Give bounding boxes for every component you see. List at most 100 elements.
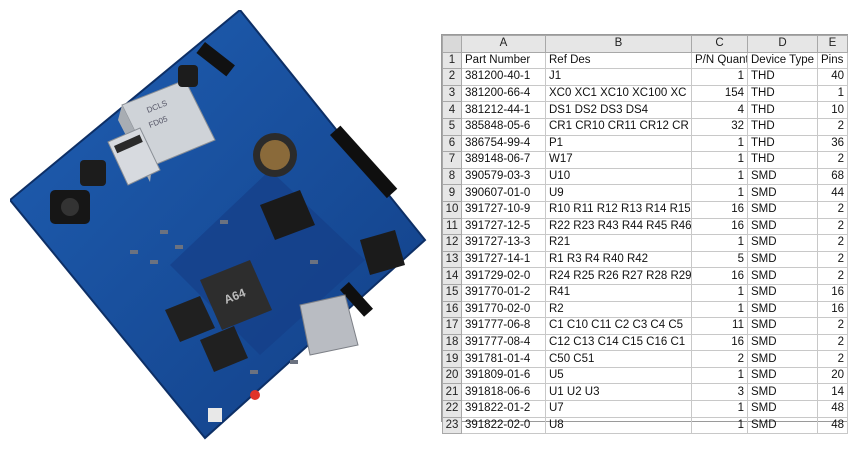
- table-cell[interactable]: 16: [691, 217, 748, 236]
- table-cell[interactable]: Pins: [817, 51, 848, 70]
- column-header-c[interactable]: C: [691, 35, 748, 53]
- table-cell[interactable]: SMD: [747, 350, 818, 368]
- table-cell[interactable]: 391770-02-0: [461, 300, 546, 319]
- table-cell[interactable]: THD: [747, 101, 818, 119]
- table-cell[interactable]: 1: [691, 68, 748, 86]
- table-cell[interactable]: 154: [691, 84, 748, 103]
- table-cell[interactable]: 391727-13-3: [461, 234, 546, 252]
- table-cell[interactable]: 1: [691, 416, 748, 435]
- table-cell[interactable]: 68: [817, 167, 848, 186]
- column-header-b[interactable]: B: [545, 35, 692, 53]
- table-cell[interactable]: 2: [817, 333, 848, 352]
- table-cell[interactable]: THD: [747, 84, 818, 103]
- table-cell[interactable]: C50 C51: [545, 350, 692, 368]
- table-cell[interactable]: SMD: [747, 400, 818, 418]
- row-header[interactable]: 8: [442, 167, 462, 186]
- table-cell[interactable]: SMD: [747, 267, 818, 285]
- table-cell[interactable]: W17: [545, 151, 692, 169]
- table-cell[interactable]: THD: [747, 151, 818, 169]
- table-cell[interactable]: 391727-10-9: [461, 200, 546, 219]
- table-cell[interactable]: 16: [691, 333, 748, 352]
- table-cell[interactable]: 4: [691, 101, 748, 119]
- table-cell[interactable]: 391822-02-0: [461, 416, 546, 435]
- table-cell[interactable]: Device Type: [747, 51, 818, 70]
- table-cell[interactable]: SMD: [747, 250, 818, 269]
- table-cell[interactable]: 381200-66-4: [461, 84, 546, 103]
- table-cell[interactable]: 389148-06-7: [461, 151, 546, 169]
- table-cell[interactable]: 391770-01-2: [461, 283, 546, 302]
- table-cell[interactable]: 11: [691, 317, 748, 335]
- table-cell[interactable]: 391777-08-4: [461, 333, 546, 352]
- table-cell[interactable]: U5: [545, 366, 692, 385]
- table-cell[interactable]: 391777-06-8: [461, 317, 546, 335]
- table-cell[interactable]: C12 C13 C14 C15 C16 C1: [545, 333, 692, 352]
- table-cell[interactable]: XC0 XC1 XC10 XC100 XC: [545, 84, 692, 103]
- table-cell[interactable]: U9: [545, 184, 692, 202]
- table-cell[interactable]: 16: [691, 200, 748, 219]
- table-cell[interactable]: THD: [747, 134, 818, 153]
- row-header[interactable]: 3: [442, 84, 462, 103]
- row-header[interactable]: 17: [442, 317, 462, 335]
- table-cell[interactable]: R24 R25 R26 R27 R28 R29: [545, 267, 692, 285]
- table-cell[interactable]: SMD: [747, 184, 818, 202]
- row-header[interactable]: 22: [442, 400, 462, 418]
- table-cell[interactable]: U8: [545, 416, 692, 435]
- table-cell[interactable]: 391809-01-6: [461, 366, 546, 385]
- table-cell[interactable]: 390579-03-3: [461, 167, 546, 186]
- row-header[interactable]: 21: [442, 383, 462, 402]
- row-header[interactable]: 20: [442, 366, 462, 385]
- table-cell[interactable]: 391727-14-1: [461, 250, 546, 269]
- table-cell[interactable]: 381200-40-1: [461, 68, 546, 86]
- table-cell[interactable]: SMD: [747, 366, 818, 385]
- row-header[interactable]: 19: [442, 350, 462, 368]
- table-cell[interactable]: SMD: [747, 333, 818, 352]
- table-cell[interactable]: U10: [545, 167, 692, 186]
- table-cell[interactable]: 2: [691, 350, 748, 368]
- row-header[interactable]: 13: [442, 250, 462, 269]
- table-cell[interactable]: SMD: [747, 234, 818, 252]
- table-cell[interactable]: 391818-06-6: [461, 383, 546, 402]
- table-cell[interactable]: 390607-01-0: [461, 184, 546, 202]
- row-header[interactable]: 4: [442, 101, 462, 119]
- row-header[interactable]: 7: [442, 151, 462, 169]
- table-cell[interactable]: R41: [545, 283, 692, 302]
- table-cell[interactable]: 391727-12-5: [461, 217, 546, 236]
- table-cell[interactable]: Part Number: [461, 51, 546, 70]
- table-cell[interactable]: 391781-01-4: [461, 350, 546, 368]
- table-cell[interactable]: P1: [545, 134, 692, 153]
- row-header[interactable]: 14: [442, 267, 462, 285]
- table-cell[interactable]: 1: [691, 134, 748, 153]
- table-cell[interactable]: 32: [691, 117, 748, 136]
- row-header[interactable]: 5: [442, 117, 462, 136]
- table-cell[interactable]: 1: [691, 167, 748, 186]
- table-cell[interactable]: 1: [691, 400, 748, 418]
- table-cell[interactable]: 5: [691, 250, 748, 269]
- table-cell[interactable]: SMD: [747, 317, 818, 335]
- table-cell[interactable]: 1: [691, 234, 748, 252]
- row-header[interactable]: 12: [442, 234, 462, 252]
- table-cell[interactable]: 16: [817, 283, 848, 302]
- row-header[interactable]: 2: [442, 68, 462, 86]
- table-cell[interactable]: R21: [545, 234, 692, 252]
- table-cell[interactable]: SMD: [747, 167, 818, 186]
- row-header[interactable]: 15: [442, 283, 462, 302]
- table-cell[interactable]: Ref Des: [545, 51, 692, 70]
- column-header-a[interactable]: A: [461, 35, 546, 53]
- table-cell[interactable]: THD: [747, 68, 818, 86]
- table-cell[interactable]: 1: [691, 184, 748, 202]
- table-cell[interactable]: SMD: [747, 283, 818, 302]
- table-cell[interactable]: SMD: [747, 416, 818, 435]
- table-cell[interactable]: 16: [691, 267, 748, 285]
- table-cell[interactable]: 36: [817, 134, 848, 153]
- table-cell[interactable]: U1 U2 U3: [545, 383, 692, 402]
- table-cell[interactable]: 3: [691, 383, 748, 402]
- table-cell[interactable]: 381212-44-1: [461, 101, 546, 119]
- row-header[interactable]: 9: [442, 184, 462, 202]
- table-cell[interactable]: 391729-02-0: [461, 267, 546, 285]
- table-cell[interactable]: 2: [817, 234, 848, 252]
- table-cell[interactable]: 48: [817, 416, 848, 435]
- table-cell[interactable]: 40: [817, 68, 848, 86]
- table-cell[interactable]: 2: [817, 117, 848, 136]
- table-cell[interactable]: R10 R11 R12 R13 R14 R15: [545, 200, 692, 219]
- table-cell[interactable]: 386754-99-4: [461, 134, 546, 153]
